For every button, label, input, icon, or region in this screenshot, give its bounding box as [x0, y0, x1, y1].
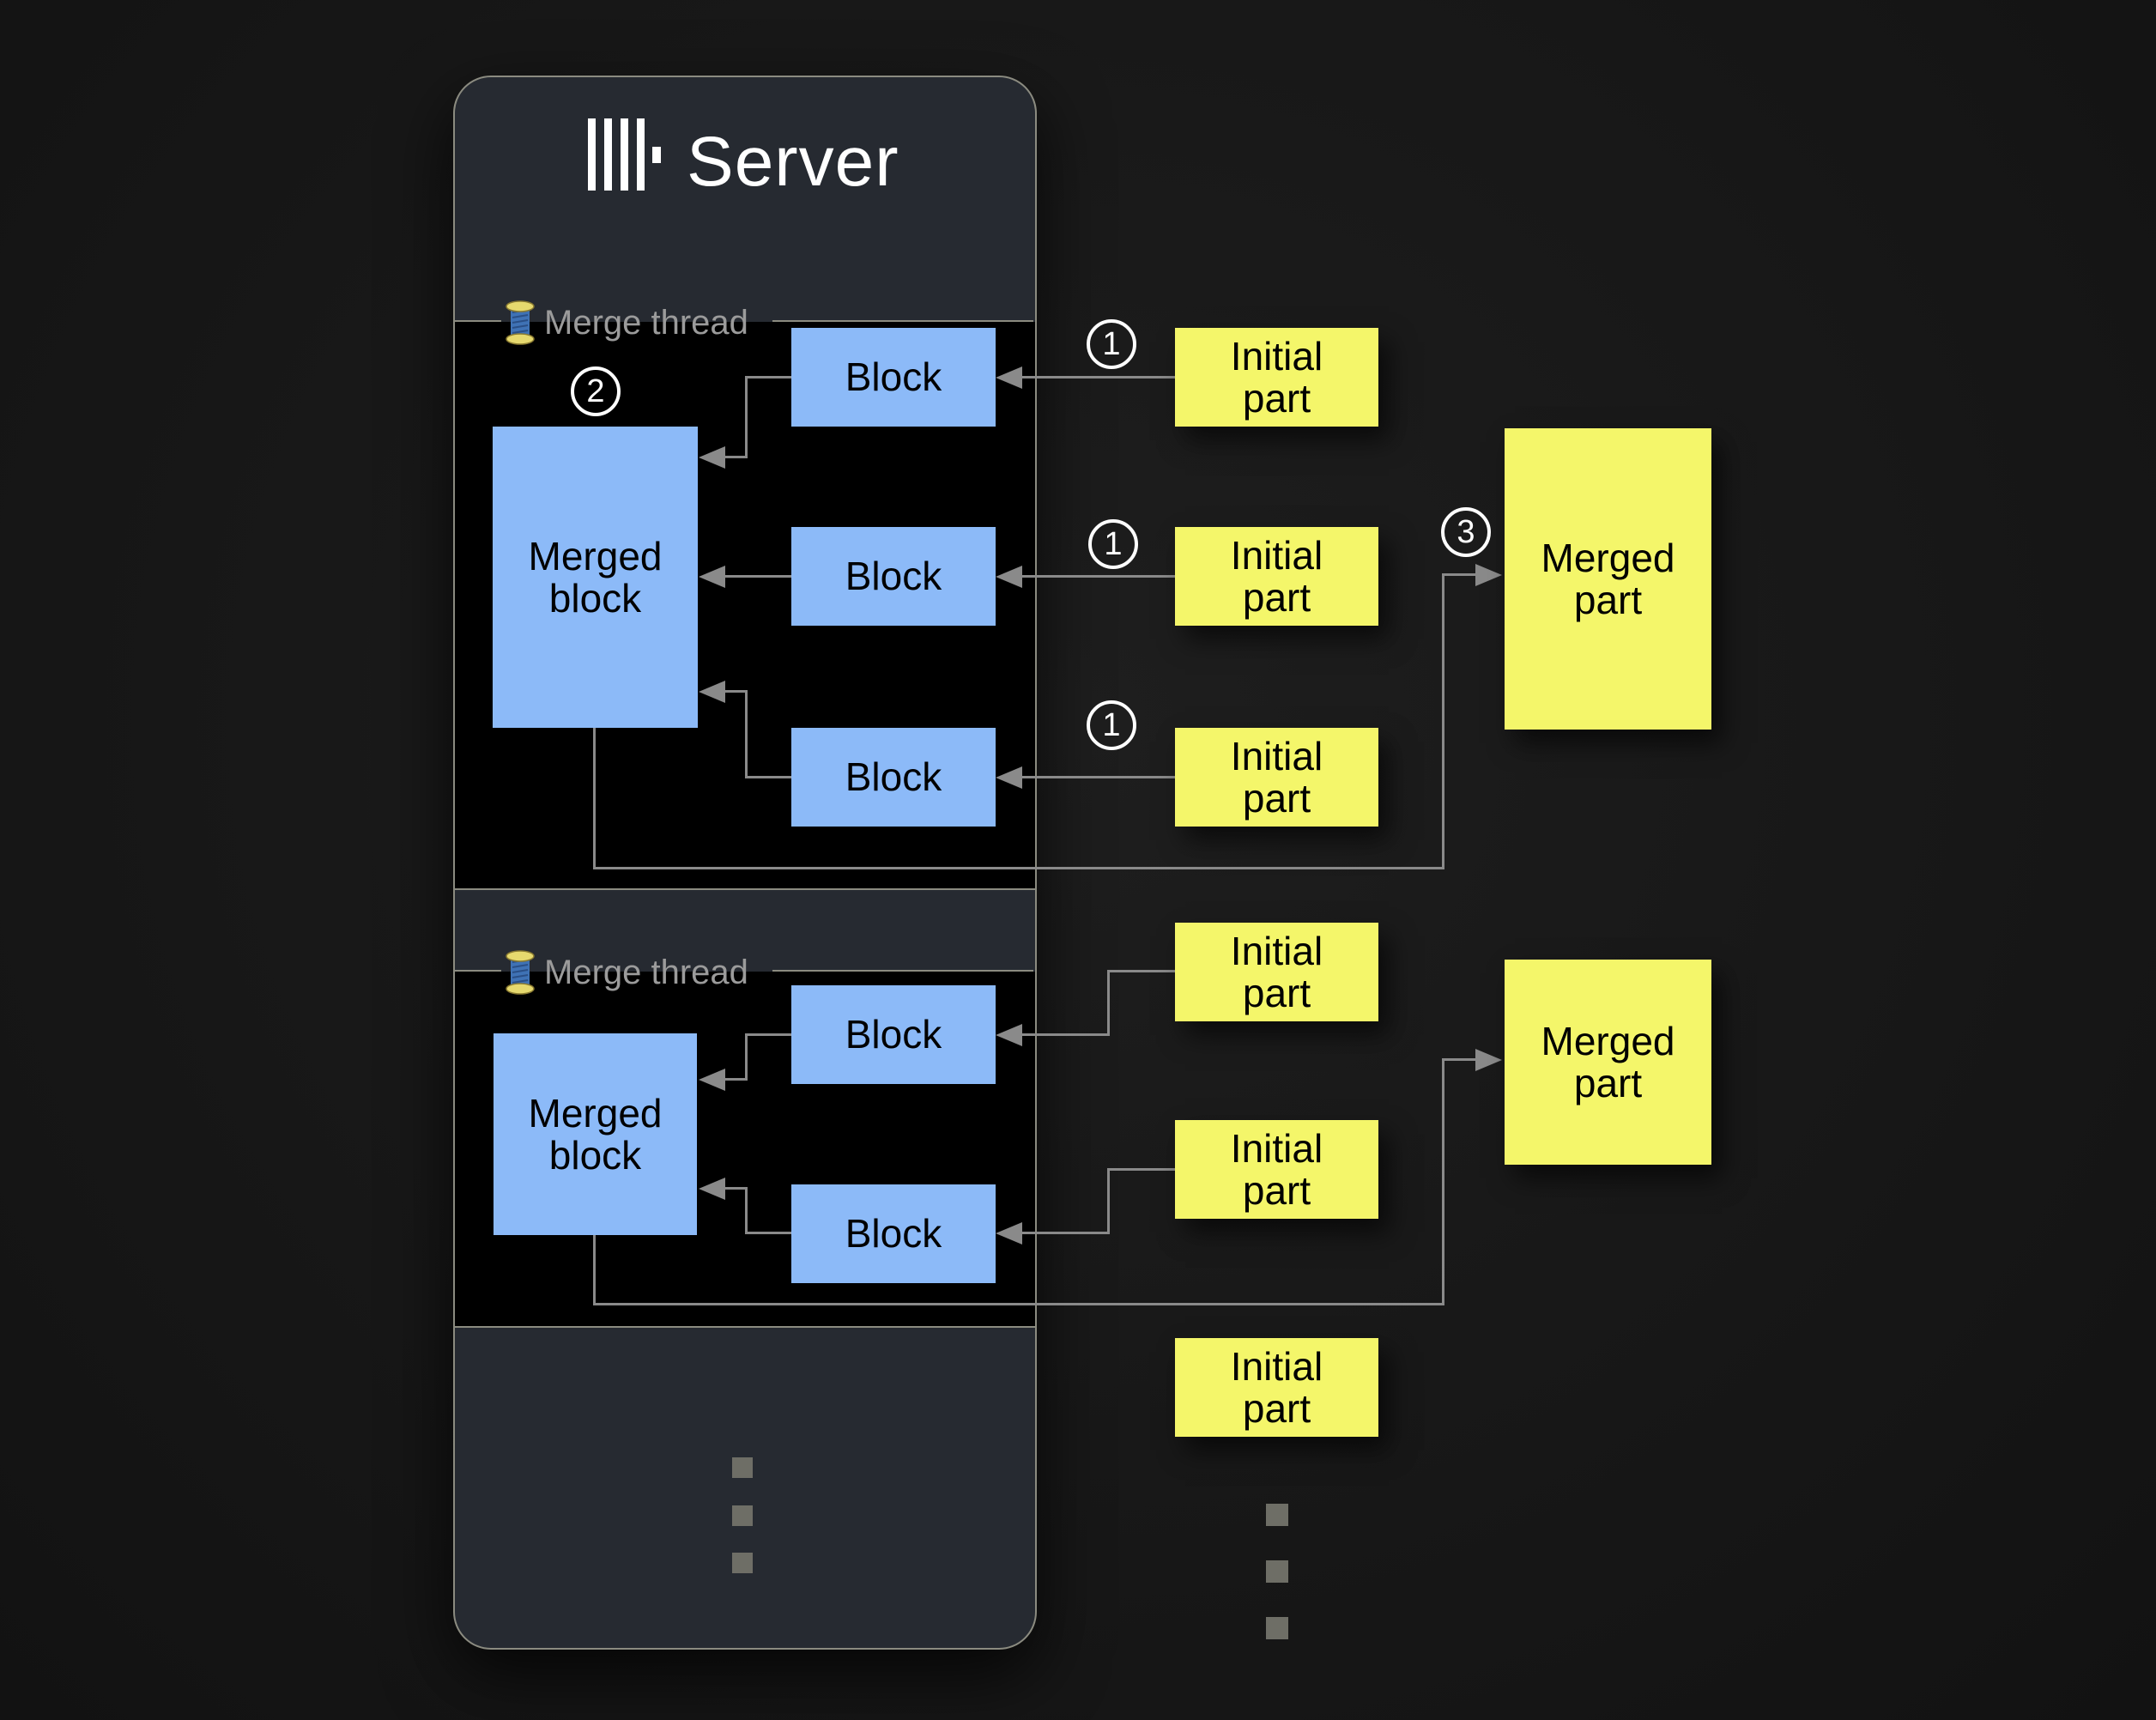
connector-line [745, 776, 791, 778]
connector-line [593, 1303, 1444, 1305]
merge-thread-legend-2: Merge thread [505, 949, 748, 996]
arrowhead-left-icon [699, 566, 725, 588]
merged-block-1: Merged block [493, 427, 698, 728]
ellipsis-dot [1266, 1504, 1288, 1526]
clickhouse-logo-icon [588, 118, 661, 191]
step-badge-1b: 1 [1088, 519, 1138, 569]
connector-line [1442, 1060, 1444, 1305]
connector-line [1442, 573, 1476, 576]
arrowhead-right-icon [1475, 564, 1502, 586]
thread-spool-icon [506, 300, 535, 345]
divider [453, 320, 501, 322]
ellipsis-dot [732, 1553, 753, 1573]
connector-line [724, 690, 748, 693]
arrowhead-left-icon [699, 446, 725, 469]
connector-line [1442, 1058, 1476, 1061]
divider [772, 970, 1033, 972]
ellipsis-dot [1266, 1560, 1288, 1583]
divider [772, 320, 1033, 322]
arrowhead-right-icon [1475, 1049, 1502, 1071]
ellipsis-dot [1266, 1617, 1288, 1639]
connector-line [745, 693, 748, 778]
step-badge-1a: 1 [1087, 319, 1136, 369]
merge-thread-legend-1: Merge thread [505, 300, 748, 346]
merged-part-1: Merged part [1505, 428, 1711, 730]
merged-block-2: Merged block [494, 1033, 697, 1235]
initial-part-2c: Initial part [1175, 1338, 1378, 1437]
connector-line [724, 456, 748, 458]
connector-line [1021, 575, 1176, 578]
server-title: Server [687, 123, 899, 201]
arrowhead-left-icon [699, 1069, 725, 1091]
merged-part-2: Merged part [1505, 960, 1711, 1165]
block-2b: Block [791, 1184, 996, 1283]
connector-line [724, 1078, 748, 1081]
connector-line [593, 728, 596, 869]
connector-line [1021, 1033, 1110, 1036]
ellipsis-dot [732, 1505, 753, 1526]
thread-spool-icon [506, 950, 535, 995]
arrowhead-left-icon [996, 766, 1022, 789]
connector-line [593, 867, 1444, 869]
connector-line [1107, 970, 1110, 1036]
initial-part-2b: Initial part [1175, 1120, 1378, 1219]
initial-part-2a: Initial part [1175, 923, 1378, 1021]
block-1a: Block [791, 328, 996, 427]
connector-line [593, 1235, 596, 1305]
connector-line [745, 376, 791, 379]
merge-thread-label: Merge thread [544, 953, 748, 991]
connector-line [1021, 376, 1176, 379]
step-badge-2: 2 [571, 366, 621, 416]
merge-thread-label: Merge thread [544, 303, 748, 342]
connector-line [1442, 573, 1444, 869]
connector-line [1021, 1232, 1110, 1234]
divider [453, 970, 501, 972]
connector-line [745, 376, 748, 458]
block-1b: Block [791, 527, 996, 626]
initial-part-1b: Initial part [1175, 527, 1378, 626]
arrowhead-left-icon [699, 681, 725, 703]
initial-part-1c: Initial part [1175, 728, 1378, 827]
step-badge-3: 3 [1441, 507, 1491, 557]
initial-part-1a: Initial part [1175, 328, 1378, 427]
arrowhead-left-icon [996, 366, 1022, 389]
arrowhead-left-icon [996, 1024, 1022, 1046]
arrowhead-left-icon [996, 566, 1022, 588]
connector-line [1107, 970, 1176, 972]
arrowhead-left-icon [699, 1178, 725, 1200]
connector-line [1107, 1168, 1110, 1234]
ellipsis-dot [732, 1457, 753, 1478]
connector-line [745, 1232, 791, 1234]
step-badge-1c: 1 [1087, 700, 1136, 750]
connector-line [1021, 776, 1176, 778]
arrowhead-left-icon [996, 1222, 1022, 1245]
block-1c: Block [791, 728, 996, 827]
connector-line [724, 1187, 748, 1190]
block-2a: Block [791, 985, 996, 1084]
connector-line [1107, 1168, 1176, 1171]
connector-line [745, 1188, 748, 1234]
connector-line [745, 1033, 791, 1036]
connector-line [745, 1033, 748, 1081]
connector-line [725, 575, 791, 578]
